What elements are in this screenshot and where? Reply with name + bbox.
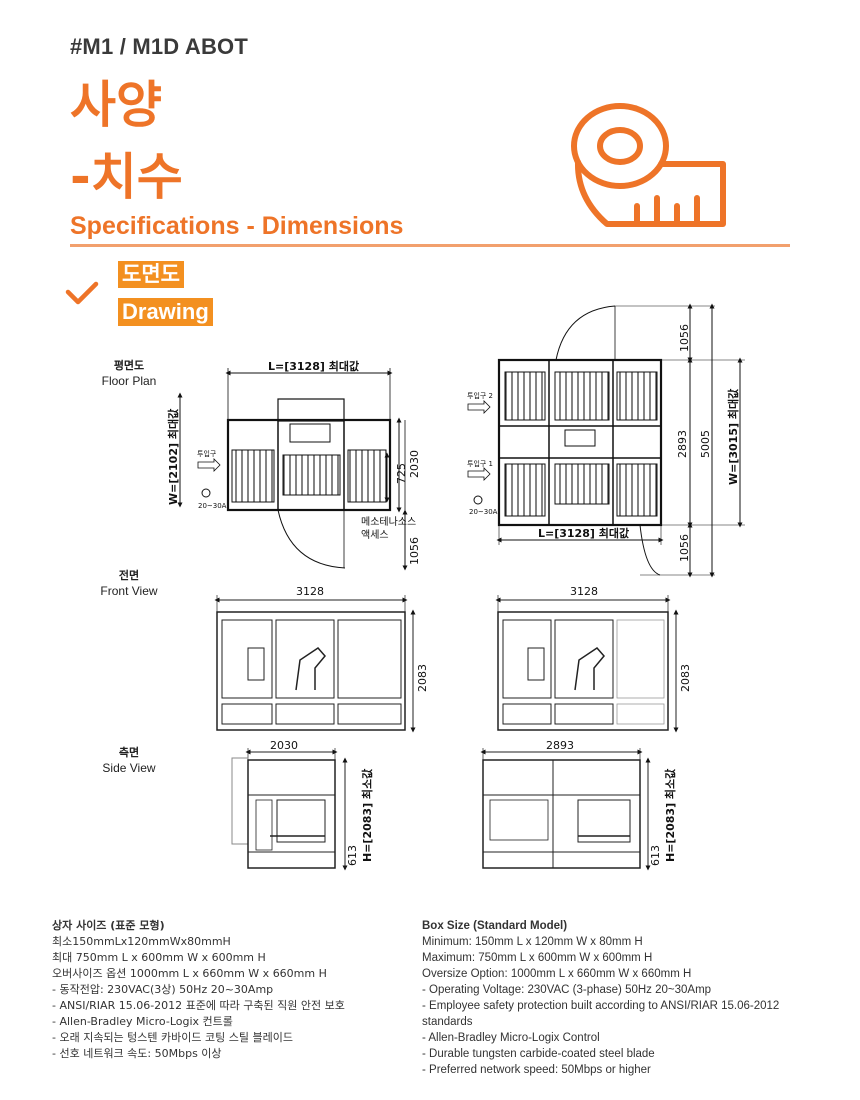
side-left-low: 613 [346, 845, 359, 866]
front-view-left [214, 595, 416, 733]
box-size-en-line: - Durable tungsten carbide-coated steel … [422, 1048, 655, 1060]
box-size-en-line: - Preferred network speed: 50Mbps or hig… [422, 1064, 651, 1076]
box-size-en-line: - Operating Voltage: 230VAC (3-phase) 50… [422, 984, 712, 996]
model-name: #M1 / M1D ABOT [70, 34, 249, 59]
check-icon [65, 281, 99, 305]
technical-drawings: L=[3128] 최대값 W=[2102] 최대값 2030 725 1056 … [166, 303, 745, 871]
front-left-height: 2083 [416, 664, 429, 692]
box-size-en: Box Size (Standard Model) Minimum: 150mm… [422, 918, 822, 1078]
box-size-kr-heading: 상자 사이즈 (표준 모형) [52, 919, 165, 932]
floor-plan-label-en: Floor Plan [101, 374, 157, 388]
floor-right-length: L=[3128] 최대값 [538, 526, 629, 540]
floor-right-inlet-2: 투입구 2 [467, 392, 493, 400]
box-size-kr-line: - ANSI/RIAR 15.06-2012 표준에 따라 구축된 직원 안전 … [52, 999, 345, 1012]
side-right-low: 613 [649, 845, 662, 866]
box-size-en-line: - Employee safety protection built accor… [422, 1000, 780, 1028]
front-right-height: 2083 [679, 664, 692, 692]
side-view-left [231, 748, 348, 871]
section-tag-kr: 도면도 [118, 261, 184, 289]
side-right-width: 2893 [546, 739, 574, 752]
box-size-kr-line: - 오래 지속되는 텅스텐 카바이드 코팅 스틸 블레이드 [52, 1031, 293, 1044]
box-size-en-line: Minimum: 150mm L x 120mm W x 80mm H [422, 936, 643, 948]
box-size-kr-line: - 동작전압: 230VAC(3상) 50Hz 20~30Amp [52, 983, 274, 996]
floor-plan-label-kr: 평면도 [113, 359, 145, 372]
box-size-en-line: Oversize Option: 1000mm L x 660mm W x 66… [422, 968, 692, 980]
floor-left-width: W=[2102] 최대값 [166, 409, 180, 505]
side-view-label-kr: 측면 [118, 746, 140, 759]
floor-right-bottom: 1056 [678, 534, 691, 562]
floor-right-width: W=[3015] 최대값 [726, 389, 740, 485]
floor-right-total: 5005 [699, 430, 712, 458]
floor-left-inlet: 투입구 [197, 450, 217, 458]
box-size-kr-line: 최대 750mm L x 600mm W x 600mm H [52, 951, 266, 964]
front-view-label-en: Front View [100, 584, 158, 598]
floor-left-bottom: 1056 [408, 537, 421, 565]
box-size-kr-line: - Allen-Bradley Micro-Logix 컨트롤 [52, 1015, 233, 1028]
floor-left-inner: 725 [395, 463, 408, 484]
side-left-width: 2030 [270, 739, 298, 752]
page-subtitle: Specifications - Dimensions [70, 212, 404, 240]
box-size-kr-line: - 선호 네트워크 속도: 50Mbps 이상 [52, 1047, 222, 1060]
floor-left-access-1: 메소테나소스 [361, 516, 416, 528]
floor-plan-left [177, 368, 408, 571]
front-right-width: 3128 [570, 585, 598, 598]
box-size-kr-line: 최소150mmLx120mmWx80mmH [52, 935, 231, 948]
floor-left-depth: 2030 [408, 450, 421, 478]
floor-right-inlet-1: 투입구 1 [467, 460, 493, 468]
front-view-label-kr: 전면 [118, 569, 140, 582]
box-size-en-line: Maximum: 750mm L x 600mm W x 600mm H [422, 952, 653, 964]
front-left-width: 3128 [296, 585, 324, 598]
box-size-en-heading: Box Size (Standard Model) [422, 920, 568, 932]
floor-left-power: 20~30A [198, 502, 227, 510]
side-left-height: H=[2083] 최소값 [360, 769, 374, 862]
floor-left-access-2: 액세스 [361, 529, 389, 541]
floor-left-length: L=[3128] 최대값 [268, 359, 359, 373]
front-view-right [495, 595, 679, 733]
box-size-kr: 상자 사이즈 (표준 모형) 최소150mmLx120mmWx80mmH 최대 … [52, 918, 402, 1062]
floor-plan-right [467, 303, 745, 578]
box-size-kr-line: 오버사이즈 옵션 1000mm L x 660mm W x 660mm H [52, 967, 327, 980]
side-view-label-en: Side View [102, 761, 156, 775]
floor-right-depth: 2893 [676, 430, 689, 458]
box-size-en-line: - Allen-Bradley Micro-Logix Control [422, 1032, 600, 1044]
floor-right-top: 1056 [678, 324, 691, 352]
header-divider [70, 244, 790, 247]
tape-measure-icon [571, 103, 726, 227]
page-title-kr-2: -치수 [70, 148, 183, 206]
side-view-right [480, 748, 651, 871]
side-right-height: H=[2083] 최소값 [663, 769, 677, 862]
floor-right-power: 20~30A [469, 508, 498, 516]
page-title-kr-1: 사양 [70, 76, 162, 134]
section-tag-en: Drawing [118, 298, 213, 327]
